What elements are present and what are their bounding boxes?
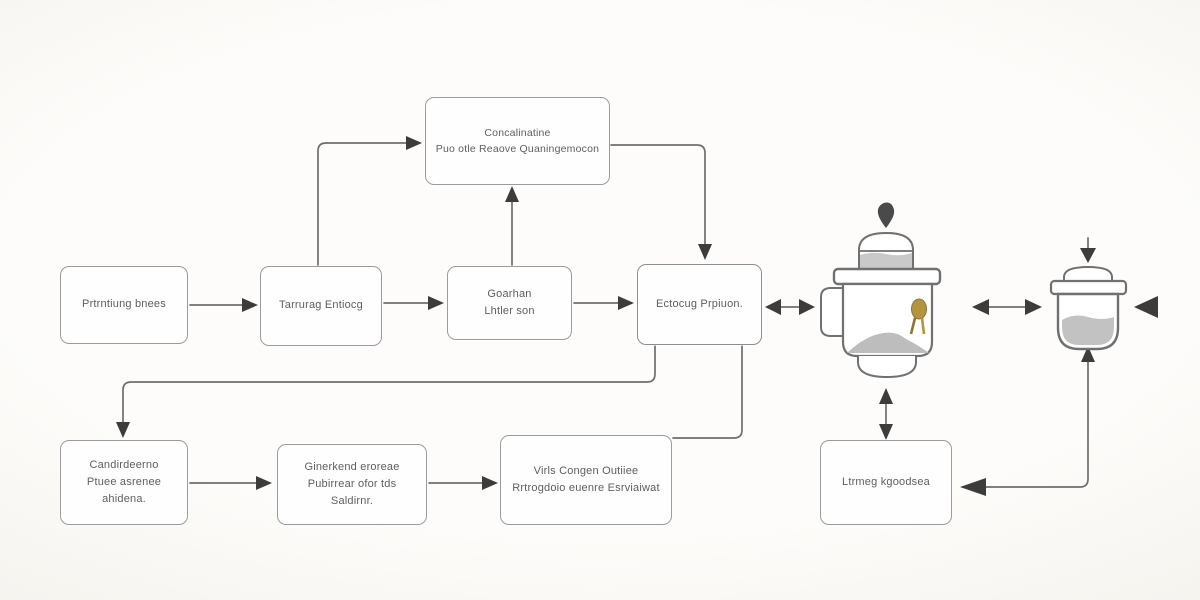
arrowhead-left-icon xyxy=(1134,296,1158,318)
pot-rim xyxy=(1049,279,1128,296)
tassel-seal-icon xyxy=(911,298,927,320)
node-step1: Prtrntiung bnees xyxy=(60,266,188,344)
arrowhead-right-icon xyxy=(242,298,258,312)
canister-handle xyxy=(820,287,843,337)
node-label: Concalinatine Puo otle Reaove Quaningemo… xyxy=(435,126,600,155)
node-label: Ltrmeg kgoodsea xyxy=(842,475,930,488)
canister-powder xyxy=(847,332,929,353)
pot-lid xyxy=(1063,265,1113,282)
grinder-canister-icon xyxy=(820,231,942,379)
drop-arrow-icon xyxy=(877,202,895,228)
node-sub1: Candirdeerno Ptuee asrenee ahidena. xyxy=(60,440,188,525)
node-step2: Tarrurag Entiocg xyxy=(260,266,382,346)
node-label: Goarhan Lhtler son xyxy=(484,287,535,317)
node-label: Ectocug Prpiuon. xyxy=(656,297,743,310)
arrow-step2-topbox xyxy=(317,142,407,267)
arrowhead-up-icon xyxy=(505,186,519,202)
arrowhead-down-icon xyxy=(879,424,893,440)
node-label: Tarrurag Entiocg xyxy=(279,299,363,312)
node-label: Virls Congen Outiiee Rrtrogdoio euenre E… xyxy=(512,464,660,494)
tassel-leg xyxy=(920,317,926,335)
canister-body xyxy=(841,282,934,358)
arrowhead-up-icon xyxy=(879,388,893,404)
arrowhead-right-icon xyxy=(799,299,815,315)
canister-flange xyxy=(832,267,942,286)
node-label: Ginerkend eroreae Pubirrear ofor tds Sal… xyxy=(304,460,400,508)
arrowhead-left-icon xyxy=(960,478,986,496)
arrowhead-down-icon xyxy=(116,422,130,438)
arrow-pot-sub4 xyxy=(985,361,1089,488)
node-sub3: Virls Congen Outiiee Rrtrogdoio euenre E… xyxy=(500,435,672,525)
canister-lid-contents xyxy=(860,252,912,269)
node-concalinatine: Concalinatine Puo otle Reaove Quaningemo… xyxy=(425,97,610,185)
arrowhead-left-icon xyxy=(765,299,781,315)
node-sub4: Ltrmeg kgoodsea xyxy=(820,440,952,525)
arrowhead-right-icon xyxy=(618,296,634,310)
pot-container-icon xyxy=(1049,265,1128,351)
arrow-topbox-step4 xyxy=(609,144,706,245)
pot-contents xyxy=(1062,315,1114,345)
arrowhead-down-icon xyxy=(698,244,712,260)
tassel-leg xyxy=(909,317,917,335)
arrowhead-down-icon xyxy=(1080,248,1096,263)
arrowhead-right-icon xyxy=(1025,299,1042,315)
arrowhead-up-icon xyxy=(1081,346,1095,362)
arrowhead-right-icon xyxy=(428,296,444,310)
node-label: Candirdeerno Ptuee asrenee ahidena. xyxy=(86,458,162,506)
node-label: Prtrntiung bnees xyxy=(82,298,166,311)
canister-base xyxy=(857,356,917,379)
arrowhead-right-icon xyxy=(406,136,422,150)
arrowhead-right-icon xyxy=(482,476,498,490)
arrow-step4-sub1 xyxy=(122,345,656,423)
node-sub2: Ginerkend eroreae Pubirrear ofor tds Sal… xyxy=(277,444,427,525)
node-step4: Ectocug Prpiuon. xyxy=(637,264,762,345)
arrowhead-left-icon xyxy=(972,299,989,315)
connector-step4-sub3 xyxy=(672,345,743,439)
node-step3: Goarhan Lhtler son xyxy=(447,266,572,340)
arrowhead-right-icon xyxy=(256,476,272,490)
